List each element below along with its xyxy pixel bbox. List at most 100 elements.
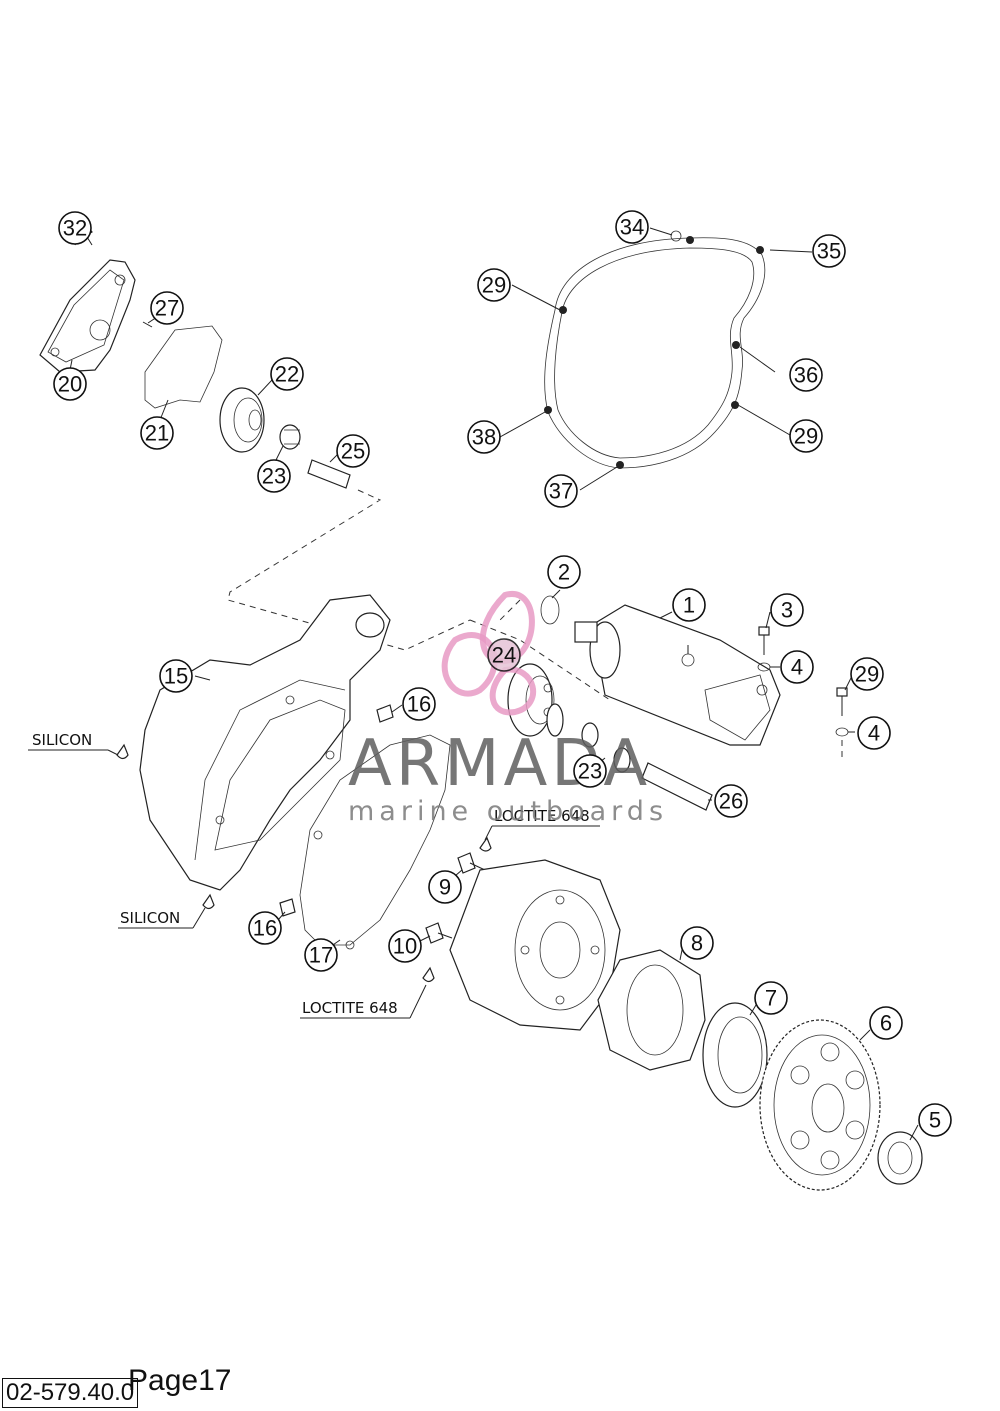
note-loctite-2: LOCTITE 648 — [302, 999, 398, 1017]
rotor-flywheel — [449, 859, 621, 1031]
callout-29b: 29 — [789, 419, 823, 453]
callout-34: 34 — [615, 210, 649, 244]
o-ring-2 — [540, 595, 560, 625]
callout-4a: 4 — [780, 650, 814, 684]
svg-text:17: 17 — [309, 943, 333, 968]
callout-1: 1 — [672, 588, 706, 622]
svg-text:23: 23 — [262, 464, 286, 489]
callout-4b: 4 — [857, 716, 891, 750]
armada-watermark: ARMADA marine outboards — [348, 591, 668, 827]
svg-text:8: 8 — [691, 931, 703, 956]
note-silicon-1: SILICON — [32, 731, 92, 749]
svg-text:34: 34 — [620, 215, 644, 240]
watermark-tagline: marine outboards — [348, 796, 668, 827]
ignition-cover-15 — [139, 594, 391, 891]
callout-9: 9 — [428, 870, 462, 904]
svg-text:4: 4 — [868, 721, 880, 746]
svg-text:9: 9 — [439, 875, 451, 900]
callout-20: 20 — [53, 367, 87, 401]
cover-gasket — [544, 230, 766, 469]
needle-bearing-23a — [279, 424, 301, 450]
svg-text:1: 1 — [683, 593, 695, 618]
svg-text:3: 3 — [781, 598, 793, 623]
starter-motor-1 — [574, 604, 781, 746]
document-code: 02-579.40.0 — [2, 1378, 139, 1408]
callout-2: 2 — [547, 555, 581, 589]
dowel-16b — [279, 898, 296, 917]
note-loctite-1: LOCTITE 648 — [494, 807, 590, 825]
callout-3: 3 — [770, 593, 804, 627]
shaft-25 — [307, 459, 351, 489]
needle-bearings-23b — [581, 722, 631, 773]
svg-text:15: 15 — [164, 664, 188, 689]
callout-38: 38 — [467, 420, 501, 454]
washer-4b — [835, 727, 849, 737]
shaft-26 — [641, 762, 713, 811]
callout-21: 21 — [140, 416, 174, 450]
callout-23a: 23 — [257, 459, 291, 493]
svg-text:4: 4 — [791, 655, 803, 680]
svg-text:29: 29 — [482, 273, 506, 298]
callout-23b: 23 — [573, 754, 607, 788]
dowel-16a — [376, 704, 394, 723]
pump-cover-20 — [39, 259, 136, 373]
page-label: Page17 — [128, 1364, 232, 1397]
svg-text:27: 27 — [155, 296, 179, 321]
svg-text:29: 29 — [855, 662, 879, 687]
callout-35: 35 — [812, 234, 846, 268]
svg-text:22: 22 — [275, 362, 299, 387]
svg-text:6: 6 — [880, 1011, 892, 1036]
callout-29a: 29 — [477, 268, 511, 302]
intermediate-gear-24 — [507, 663, 564, 737]
svg-text:29: 29 — [794, 424, 818, 449]
bolt-29 — [836, 687, 848, 716]
svg-text:25: 25 — [341, 439, 365, 464]
callout-32: 32 — [58, 211, 92, 245]
callout-25: 25 — [336, 434, 370, 468]
svg-text:2: 2 — [558, 560, 570, 585]
callout-16a: 16 — [402, 687, 436, 721]
svg-text:16: 16 — [407, 692, 431, 717]
svg-text:37: 37 — [549, 479, 573, 504]
svg-text:23: 23 — [578, 759, 602, 784]
callout-22: 22 — [270, 357, 304, 391]
svg-text:35: 35 — [817, 239, 841, 264]
gear-22 — [219, 387, 265, 453]
loctite-drops — [116, 743, 492, 983]
freewheel-housing-8 — [597, 949, 706, 1071]
callout-26: 26 — [714, 784, 748, 818]
callout-27: 27 — [150, 291, 184, 325]
svg-text:21: 21 — [145, 421, 169, 446]
callout-16b: 16 — [248, 911, 282, 945]
assembly-dashed-lines — [227, 489, 611, 701]
callout-5: 5 — [918, 1103, 952, 1137]
callout-36: 36 — [789, 358, 823, 392]
callout-29c: 29 — [850, 657, 884, 691]
note-silicon-2: SILICON — [120, 909, 180, 927]
callout-15: 15 — [159, 659, 193, 693]
gasket-21 — [144, 325, 223, 409]
callout-37: 37 — [544, 474, 578, 508]
callout-8: 8 — [680, 926, 714, 960]
needle-bearing-5 — [877, 1131, 923, 1185]
callout-17: 17 — [304, 938, 338, 972]
svg-text:26: 26 — [719, 789, 743, 814]
svg-text:20: 20 — [58, 372, 82, 397]
callout-6: 6 — [869, 1006, 903, 1040]
svg-text:5: 5 — [929, 1108, 941, 1133]
screw-10 — [425, 922, 453, 944]
svg-text:7: 7 — [765, 986, 777, 1011]
callout-10: 10 — [388, 929, 422, 963]
svg-text:36: 36 — [794, 363, 818, 388]
callout-7: 7 — [754, 981, 788, 1015]
watermark-brand: ARMADA — [348, 727, 651, 801]
svg-text:10: 10 — [393, 934, 417, 959]
starter-gear-6 — [759, 1019, 881, 1191]
svg-text:16: 16 — [253, 916, 277, 941]
bolt-3 — [758, 626, 770, 655]
freewheel-7 — [702, 1002, 768, 1108]
svg-text:24: 24 — [492, 643, 516, 668]
callout-24: 24 — [487, 638, 521, 672]
assembly-notes: SILICON SILICON LOCTITE 648 LOCTITE 648 — [32, 731, 590, 1017]
